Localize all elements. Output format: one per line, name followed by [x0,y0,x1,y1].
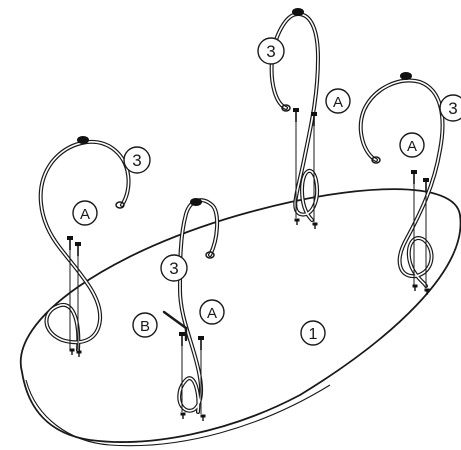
callout-part-3-back-right: 3 [439,94,461,122]
callout-part-a-front-left-label: A [80,206,90,223]
callout-part-1-label: 1 [309,326,318,343]
leg-front-center-screws [178,331,207,422]
callout-part-b-label: B [140,318,150,335]
leg-back-center-screws [292,107,319,230]
callout-part-3-back-right-label: 3 [448,99,457,118]
callout-part-a-back-center-label: A [333,94,343,111]
callout-part-1: 1 [300,320,326,346]
wrench-b [162,310,188,342]
table-top [19,188,461,447]
callout-part-3-front-center: 3 [160,254,188,282]
callout-part-3-back-center: 3 [257,37,285,65]
leg-front-left [38,139,131,352]
callout-part-3-front-center-label: 3 [169,259,178,278]
callout-part-3-front-left-label: 3 [132,151,141,170]
callout-part-a-back-right: A [399,132,425,158]
leg-back-right-cap [400,72,412,80]
callout-part-a-front-center-label: A [207,305,217,322]
leg-back-right [358,78,445,288]
callout-part-b: B [132,312,158,338]
leg-back-right-screws [410,169,431,296]
callout-part-a-back-center: A [325,88,351,114]
leg-front-left-cap [77,136,89,144]
leg-front-left-screws [66,235,83,358]
callout-part-a-front-left: A [72,200,98,226]
callout-part-a-front-center: A [199,299,225,325]
callout-part-3-front-left: 3 [123,146,151,174]
callout-part-a-back-right-label: A [407,138,417,155]
callout-part-3-back-center-label: 3 [266,42,275,61]
leg-back-center-cap [292,8,304,16]
leg-front-center-cap [190,198,202,206]
leg-back-center [269,12,320,222]
